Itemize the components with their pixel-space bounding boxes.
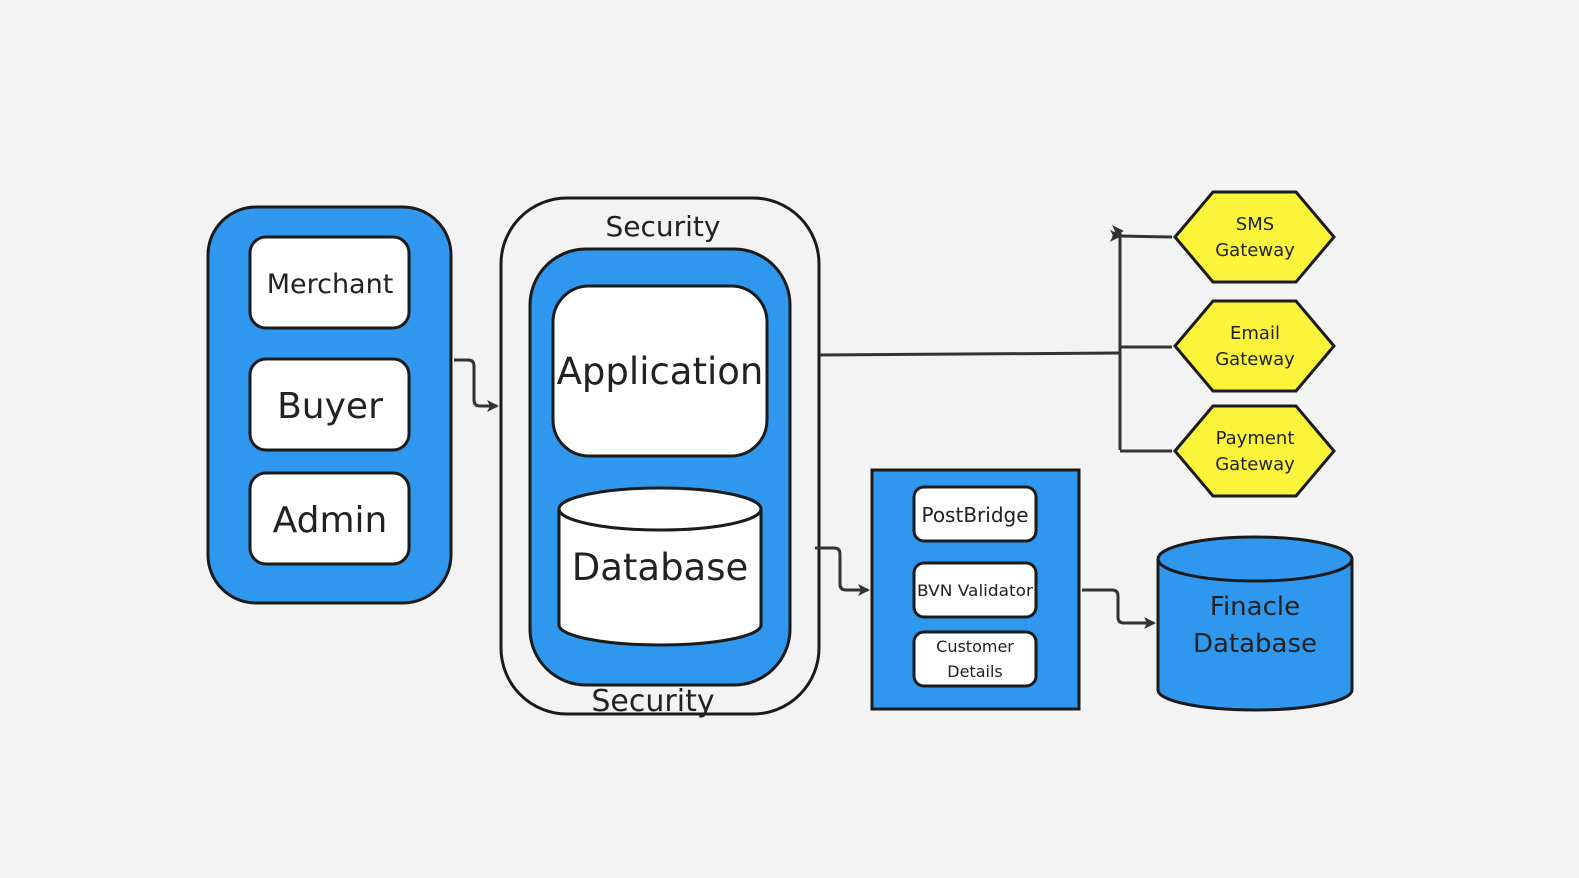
customer-details-label-1: Customer — [936, 637, 1014, 656]
postbridge-label: PostBridge — [921, 503, 1028, 527]
finacle-label-2: Database — [1193, 629, 1317, 659]
security-bottom-label: Security — [591, 684, 714, 719]
admin-node[interactable]: Admin — [248, 471, 411, 566]
merchant-label: Merchant — [267, 269, 394, 300]
email-gateway-node[interactable]: Email Gateway — [1173, 299, 1336, 393]
admin-label: Admin — [273, 500, 388, 541]
bvn-validator-label: BVN Validator — [917, 581, 1033, 600]
buyer-node[interactable]: Buyer — [248, 357, 411, 452]
merchant-node[interactable]: Merchant — [248, 235, 411, 330]
application-node[interactable]: Application — [551, 284, 769, 458]
postbridge-node[interactable]: PostBridge — [912, 485, 1038, 543]
sms-gateway-node[interactable]: SMS Gateway — [1173, 190, 1336, 284]
payment-gateway-node[interactable]: Payment Gateway — [1173, 404, 1336, 498]
sms-gateway-label-1: SMS — [1236, 214, 1274, 235]
connector-users-to-security — [454, 358, 499, 412]
buyer-label: Buyer — [277, 386, 383, 427]
security-top-label: Security — [606, 210, 721, 243]
customer-details-label-2: Details — [947, 662, 1002, 681]
integration-group: PostBridge BVN Validator Customer Detail… — [870, 468, 1081, 711]
customer-details-node[interactable]: Customer Details — [912, 630, 1038, 688]
bvn-validator-node[interactable]: BVN Validator — [912, 561, 1038, 619]
users-group: Merchant Buyer Admin — [206, 205, 453, 605]
database-node[interactable]: Database — [557, 486, 763, 647]
payment-gateway-label-1: Payment — [1216, 428, 1295, 449]
connector-security-to-gateways — [819, 229, 1173, 453]
connector-security-to-integration — [815, 546, 870, 596]
finacle-database-node[interactable]: Finacle Database — [1156, 535, 1354, 712]
connector-integration-to-finacle — [1082, 588, 1156, 629]
payment-gateway-label-2: Gateway — [1215, 454, 1295, 475]
database-label: Database — [572, 546, 749, 589]
finacle-label-1: Finacle — [1210, 592, 1300, 622]
sms-gateway-label-2: Gateway — [1215, 240, 1295, 261]
email-gateway-label-2: Gateway — [1215, 349, 1295, 370]
security-group: Security Security Application Database — [499, 196, 821, 719]
email-gateway-label-1: Email — [1230, 323, 1280, 344]
application-label: Application — [557, 350, 764, 393]
